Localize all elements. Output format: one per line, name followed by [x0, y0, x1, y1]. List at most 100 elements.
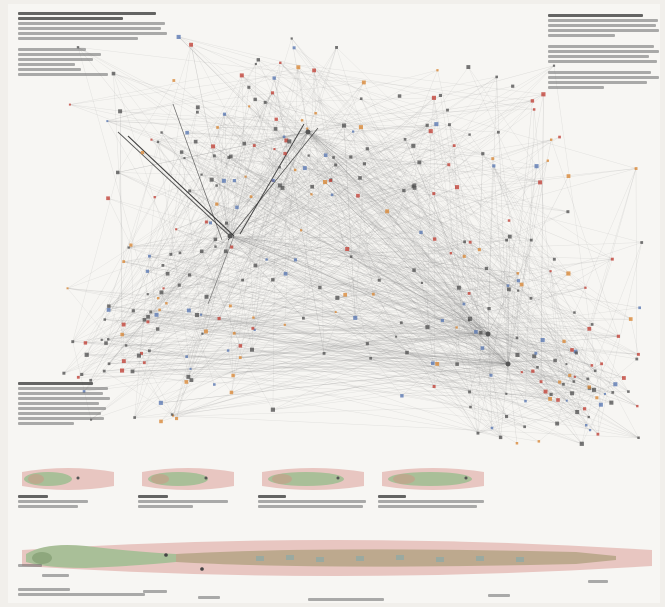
connection-line	[521, 372, 639, 438]
connection-line	[280, 62, 544, 95]
network-node	[136, 353, 141, 358]
connection-line	[241, 75, 569, 274]
connection-line	[147, 94, 544, 295]
connection-line	[351, 256, 489, 335]
connection-line	[123, 261, 371, 359]
connection-line	[487, 258, 613, 335]
connection-line	[167, 131, 309, 274]
network-node	[480, 346, 485, 350]
connection-line	[184, 157, 231, 237]
connection-line	[213, 146, 489, 335]
hub-node	[505, 361, 511, 367]
connection-line	[274, 77, 434, 194]
connection-line	[63, 345, 127, 374]
network-node	[149, 310, 153, 314]
connection-line	[323, 70, 438, 354]
connection-line	[469, 318, 489, 335]
connection-line	[403, 190, 438, 364]
connection-line	[464, 256, 509, 286]
connection-line	[78, 132, 499, 378]
connection-line	[437, 363, 479, 434]
connection-line	[90, 124, 437, 420]
network-node	[538, 180, 543, 185]
connection-line	[125, 345, 501, 438]
network-node	[476, 431, 480, 435]
connection-line	[117, 131, 309, 173]
connection-line	[179, 285, 591, 431]
connection-line	[434, 356, 535, 387]
connection-line	[190, 44, 489, 335]
network-node	[300, 229, 303, 232]
connection-line	[160, 163, 365, 422]
connection-line	[225, 251, 509, 365]
connection-line	[158, 76, 497, 299]
connection-line	[420, 232, 638, 407]
network-node	[395, 335, 398, 338]
network-node	[342, 123, 347, 128]
connection-line	[308, 155, 569, 274]
connection-line	[213, 146, 536, 354]
connection-line	[108, 333, 489, 364]
connection-line	[147, 221, 207, 322]
connection-line	[134, 360, 556, 418]
connection-line	[189, 180, 331, 192]
network-node	[150, 138, 153, 141]
connection-line	[251, 259, 296, 350]
connection-line	[200, 314, 574, 382]
connection-line	[482, 153, 602, 364]
connection-line	[289, 131, 309, 142]
connection-line	[245, 176, 333, 195]
network-node	[600, 362, 603, 366]
connection-line	[286, 140, 602, 405]
connection-line	[557, 404, 601, 424]
network-node	[449, 252, 453, 255]
connection-line	[178, 36, 637, 169]
connection-line	[487, 333, 493, 429]
connection-line	[251, 303, 464, 350]
connection-line	[254, 145, 629, 392]
network-node	[214, 245, 217, 248]
connection-line	[336, 47, 438, 364]
connection-line	[108, 182, 541, 311]
connection-line	[630, 319, 639, 355]
network-node	[312, 68, 316, 73]
network-node	[555, 421, 560, 426]
network-node	[271, 178, 275, 182]
network-node	[302, 316, 305, 320]
connection-line	[244, 131, 309, 144]
connection-line	[214, 155, 501, 438]
connection-line	[430, 97, 435, 132]
connection-line	[433, 65, 555, 194]
network-node	[130, 369, 135, 374]
connection-line	[352, 131, 590, 329]
network-node	[142, 361, 146, 365]
connection-line	[107, 109, 535, 122]
network-node	[584, 286, 587, 289]
connection-line	[211, 179, 559, 401]
connection-line	[228, 157, 639, 438]
connection-line	[379, 239, 532, 281]
connection-line	[507, 139, 552, 365]
connection-line	[161, 292, 207, 332]
network-node	[273, 127, 278, 131]
connection-line	[285, 140, 287, 274]
network-node	[162, 287, 165, 290]
connection-line	[121, 155, 309, 371]
connection-line	[308, 155, 348, 250]
connection-line	[201, 174, 471, 408]
network-node	[596, 432, 600, 436]
connection-line	[104, 292, 162, 320]
connection-line	[335, 311, 573, 351]
connection-line	[229, 143, 245, 237]
network-node	[66, 287, 69, 290]
connection-line	[213, 146, 231, 237]
connection-line	[386, 164, 449, 212]
connection-line	[330, 180, 551, 272]
connection-line	[412, 186, 507, 394]
connection-line	[170, 124, 437, 255]
connection-line	[228, 128, 276, 351]
connection-line	[347, 248, 509, 365]
network-node	[118, 109, 123, 114]
network-node	[611, 391, 615, 394]
connection-line	[274, 78, 325, 354]
